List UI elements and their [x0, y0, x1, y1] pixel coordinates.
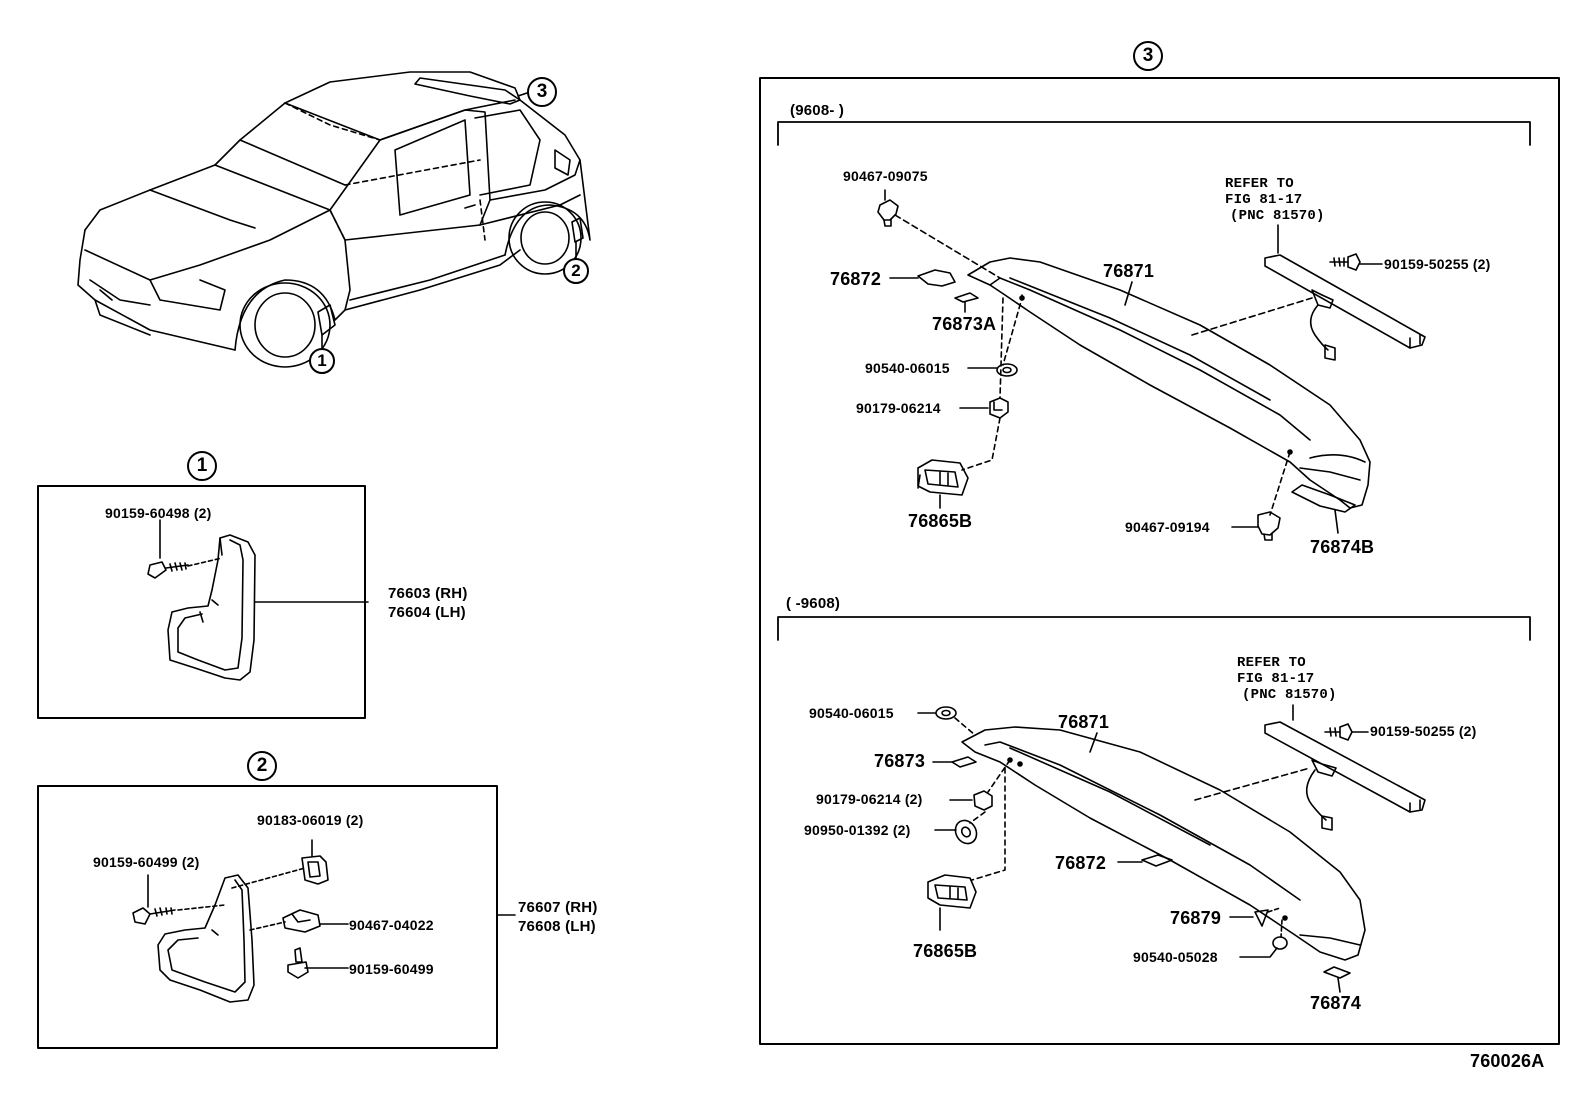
part-90179-06214-upper: 90179-06214: [856, 400, 941, 416]
lower-date-range: ( -9608): [786, 595, 841, 612]
callout-1-box-title: 1: [187, 451, 217, 481]
box-3-frame: [759, 77, 1560, 1045]
upper-refer-line-2: FIG 81-17: [1225, 192, 1303, 208]
part-90467-09075: 90467-09075: [843, 168, 928, 184]
mud-flap-2-drawing: [132, 839, 516, 1003]
part-90159-50255-upper: 90159-50255 (2): [1384, 256, 1491, 272]
lower-spoiler-drawing: [917, 704, 1426, 993]
part-90159-60499-screw: 90159-60499: [349, 961, 434, 977]
upper-spoiler-drawing: [877, 189, 1426, 541]
part-90950-01392: 90950-01392 (2): [804, 822, 911, 838]
part-90467-09194: 90467-09194: [1125, 519, 1210, 535]
part-90159-50255-lower: 90159-50255 (2): [1370, 723, 1477, 739]
part-76607-rh: 76607 (RH): [518, 899, 598, 916]
part-90183-06019: 90183-06019 (2): [257, 812, 364, 828]
upper-refer-line-1: REFER TO: [1225, 176, 1294, 192]
part-76865b-lower: 76865B: [913, 941, 978, 961]
part-76871-upper: 76871: [1103, 261, 1155, 281]
car-illustration: [77, 71, 591, 368]
lower-refer-line-2: FIG 81-17: [1237, 671, 1315, 687]
lower-refer-line-3: (PNC 81570): [1242, 687, 1337, 703]
part-76874: 76874: [1310, 993, 1362, 1013]
box-2-frame: [37, 785, 498, 1049]
mud-flap-1-drawing: [147, 519, 369, 681]
callout-3-car: 3: [527, 77, 557, 107]
part-90540-06015-lower: 90540-06015: [809, 705, 894, 721]
part-90467-04022: 90467-04022: [349, 917, 434, 933]
part-90159-60499-bolt: 90159-60499 (2): [93, 854, 200, 870]
callout-2-box-title: 2: [247, 751, 277, 781]
part-76873: 76873: [874, 751, 926, 771]
part-76872-upper: 76872: [830, 269, 882, 289]
part-76865b-upper: 76865B: [908, 511, 973, 531]
part-76874b: 76874B: [1310, 537, 1375, 557]
part-76604-lh: 76604 (LH): [388, 604, 466, 621]
part-90540-05028: 90540-05028: [1133, 949, 1218, 965]
callout-1-car: 1: [309, 348, 335, 374]
upper-date-range: (9608- ): [790, 102, 845, 119]
part-76603-rh: 76603 (RH): [388, 585, 468, 602]
part-76871-lower: 76871: [1058, 712, 1110, 732]
part-76879: 76879: [1170, 908, 1222, 928]
part-76608-lh: 76608 (LH): [518, 918, 596, 935]
lower-refer-line-1: REFER TO: [1237, 655, 1306, 671]
part-76872-lower: 76872: [1055, 853, 1107, 873]
figure-code: 760026A: [1470, 1051, 1545, 1071]
part-90159-60498: 90159-60498 (2): [105, 505, 212, 521]
callout-2-car: 2: [563, 258, 589, 284]
part-90540-06015-upper: 90540-06015: [865, 360, 950, 376]
part-90179-06214-lower: 90179-06214 (2): [816, 791, 923, 807]
part-76873a: 76873A: [932, 314, 997, 334]
callout-3-box-title: 3: [1133, 41, 1163, 71]
upper-refer-line-3: (PNC 81570): [1230, 208, 1325, 224]
